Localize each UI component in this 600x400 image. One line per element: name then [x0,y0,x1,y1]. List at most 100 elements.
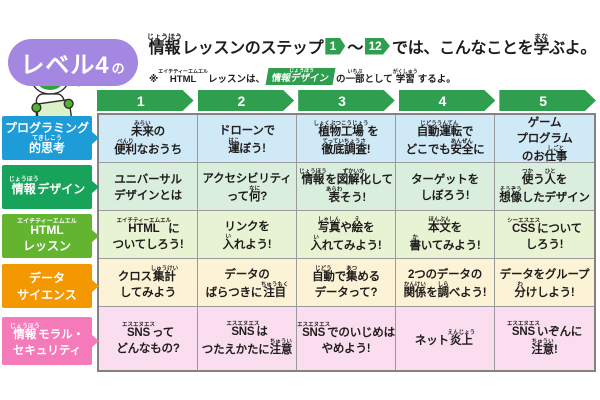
text-segment: 情報じょうほう [299,168,327,186]
text-segment: 一部いちぶ [345,69,365,85]
lesson-cell-line: ゲーム [528,115,562,130]
text-segment: を [367,125,379,138]
text-segment: しぼろう! [420,189,470,202]
text-segment: プログラム [516,132,573,145]
lesson-cell-line: デザインとは [114,187,182,203]
category-badge-line: レッスン [23,237,71,254]
text-segment: って [226,190,249,203]
lesson-cell-line: 想像そうぞうしたデザイン [499,187,590,205]
text-segment: ! [553,343,558,356]
lesson-cell-line: どんなもの? [116,340,180,356]
text-segment: 2つのデータの [408,268,482,281]
text-segment: 〜 [347,40,364,57]
text-segment: セキュリティ [12,345,82,358]
lesson-cell-line: 関係かんけいを調しらべよう! [404,282,487,300]
category-badge-line: 情報じょうほうデザイン [9,177,86,197]
text-segment: は [256,325,268,338]
text-segment: データの [224,268,270,281]
lesson-cell-line: SNSエスエヌエスって [122,322,174,340]
text-segment: 図解化ずかいか [336,168,371,186]
lesson-cell: 本文ほんぶんを書かいてみよう! [396,211,495,259]
text-segment: に [168,222,180,235]
text-segment: 運はこ [228,137,240,155]
text-segment: ぶよ。 [549,40,597,57]
lesson-cell-line: 植物工場しょくぶつこうじょうを [313,121,378,139]
text-segment: 絵え [351,216,364,234]
text-segment: ネット [414,334,449,347]
text-segment: める [357,270,380,283]
text-segment: 注意ちゅうい [531,338,554,356]
text-segment: 入い [222,233,235,251]
lesson-cell-line: 情報じょうほうを図解化ずかいかして [299,169,393,187]
step-number-badge: 1 [325,37,346,55]
lesson-cell-line: ばらつきに注目ちゅうもく [206,282,289,300]
text-segment: して [370,173,393,186]
text-segment: ついてしろう! [112,238,184,251]
text-segment: モラル・ [38,329,85,342]
lesson-cell: HTMLエイチティーエムエルについてしろう! [99,211,198,259]
text-segment: では、こんなことを [392,40,534,57]
category-badge-line: データ [29,269,65,286]
category-label-slot: 情報じょうほうモラル・セキュリティ [2,311,92,372]
text-segment: の [153,125,166,138]
text-segment: レッスンのステップ [182,40,324,57]
lesson-cell-line: SNSエスエヌエスでのいじめは [297,322,395,340]
text-segment: HTMLエイチティーエムエル [158,69,208,85]
text-segment: プログラミング [4,121,89,136]
text-segment: SNSエスエヌエス [121,321,155,339]
text-segment: 表あらわ [325,186,343,204]
lesson-cell-line: やめよう! [322,340,371,356]
lesson-cell-line: ネット炎上えんじょう [415,330,475,348]
text-segment: 本文ほんぶん [428,216,451,234]
text-segment: 的思考てきしこう [28,136,65,156]
text-segment: れよう! [233,238,272,251]
category-badge-line: サイエンス [17,286,77,303]
category-badge: データサイエンス [2,263,92,308]
category-badge-line: プログラミング [5,119,89,136]
lesson-cell: 2つのデータの関係かんけいを調しらべよう! [396,259,495,307]
text-segment: ばらつきに [205,286,263,299]
lesson-cell-line: 自動じどうで集あつめる [312,266,380,284]
lesson-cell: 写真しゃしんや絵えを入いれてみよう! [297,211,396,259]
footnote: ※HTMLエイチティーエムエルレッスンは、情報デザインじょうほうの一部いちぶとし… [149,68,456,85]
lesson-cell: ドローンで運はこぼう! [198,115,297,163]
lesson-cell: データをグループ分わけしよう! [495,259,594,307]
text-segment: してみよう [119,286,177,299]
text-segment: したデザイン [521,191,590,204]
text-segment: 書か [409,234,421,252]
text-segment: 未来みらい [131,120,154,138]
text-segment: 安全あんぜん [450,138,474,156]
text-segment: するよ。 [417,74,456,85]
step-header-arrow: 5 [499,90,596,111]
text-segment: データ [28,270,65,285]
category-badge-line: HTMLエイチティーエムエル [17,219,77,237]
text-segment: HTMLエイチティーエムエル [116,217,172,235]
text-segment: しろう! [525,238,564,251]
lesson-cell-line: SNSエスエヌエスは [226,320,268,339]
lesson-cell: 自動じどうで集あつめるデータって? [297,259,396,307]
category-label-slot: 情報じょうほうデザイン [2,162,92,211]
text-segment: デザイン [37,182,86,197]
lesson-cell-line: アクセシビリティ [202,170,291,186]
lesson-cell-line: CSSシーエスエスについて [507,218,582,236]
text-segment: どんなもの? [116,342,180,355]
info-design-badge: 情報デザインじょうほう [265,68,336,85]
step-number-badge: 12 [365,37,391,55]
text-segment: 自動じどう [312,265,335,283]
level-badge-suffix: の [111,61,126,76]
text-segment: 情報じょうほう [147,34,182,57]
text-segment: 分わ [514,281,526,299]
lesson-cell: SNSエスエヌエスってどんなもの? [99,307,198,370]
category-label-slot: データサイエンス [2,261,92,310]
lesson-cell-line: ターゲットを [411,171,479,187]
category-label-column: プログラミング的思考てきしこう情報じょうほうデザイン HTMLエイチティーエムエル… [2,113,92,372]
text-segment: SNSエスエヌエス [226,320,260,338]
text-segment: で [334,270,347,283]
text-segment: 植物工場しょくぶつこうじょう [313,120,369,138]
text-segment: ターゲットを [411,173,479,186]
text-segment: ? [260,190,268,203]
category-badge: 情報じょうほうモラル・セキュリティ [2,317,92,366]
category-badge-line: セキュリティ [13,342,81,358]
text-segment: レッスン [22,238,71,253]
text-segment: SNSエスエヌエス [506,320,540,338]
